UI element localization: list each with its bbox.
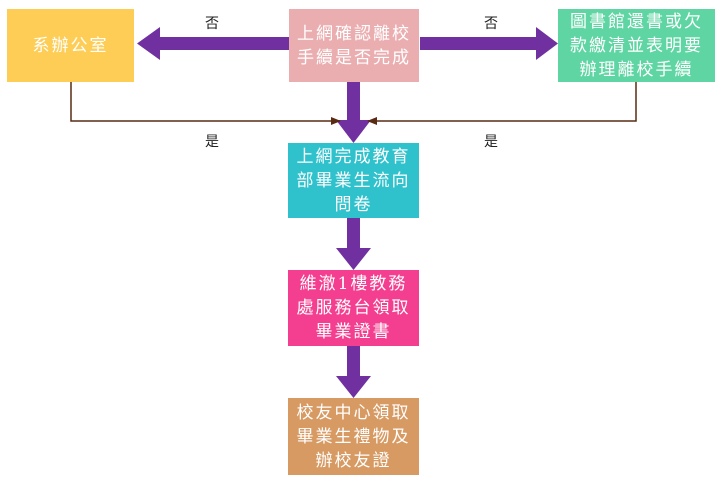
node-library: 圖書館還書或欠 款繳清並表明要 辦理離校手續	[558, 9, 715, 82]
arrow-start-to-library	[420, 27, 558, 60]
node-survey: 上網完成教育 部畢業生流向 問卷	[288, 143, 419, 218]
arrow-start-to-survey	[336, 82, 371, 143]
node-diploma: 維澈1樓教務 處服務台領取 畢業證書	[288, 270, 419, 346]
node-dept-office: 系辦公室	[7, 9, 134, 82]
edge-label-yes-left: 是	[205, 134, 219, 150]
edge-label-no-left: 否	[205, 16, 219, 32]
node-diploma-label: 維澈1樓教務 處服務台領取 畢業證書	[296, 274, 411, 342]
node-library-label: 圖書館還書或欠 款繳清並表明要 辦理離校手續	[570, 11, 703, 80]
node-survey-label: 上網完成教育 部畢業生流向 問卷	[296, 146, 411, 215]
arrow-start-to-dept-office	[137, 27, 290, 60]
edge-label-no-right: 否	[484, 16, 498, 32]
arrow-survey-to-diploma	[336, 218, 371, 270]
node-start-label: 上網確認離校 手續是否完成	[297, 23, 411, 68]
edge-label-yes-right: 是	[484, 134, 498, 150]
node-dept-office-label: 系辦公室	[32, 35, 109, 56]
node-start: 上網確認離校 手續是否完成	[289, 9, 419, 82]
arrow-diploma-to-alumni	[336, 346, 371, 398]
arrow-library-to-survey	[367, 82, 637, 125]
node-alumni-label: 校友中心領取 畢業生禮物及 辦校友證	[296, 402, 411, 471]
node-alumni: 校友中心領取 畢業生禮物及 辦校友證	[288, 398, 419, 475]
arrow-dept-office-to-survey	[70, 82, 341, 125]
